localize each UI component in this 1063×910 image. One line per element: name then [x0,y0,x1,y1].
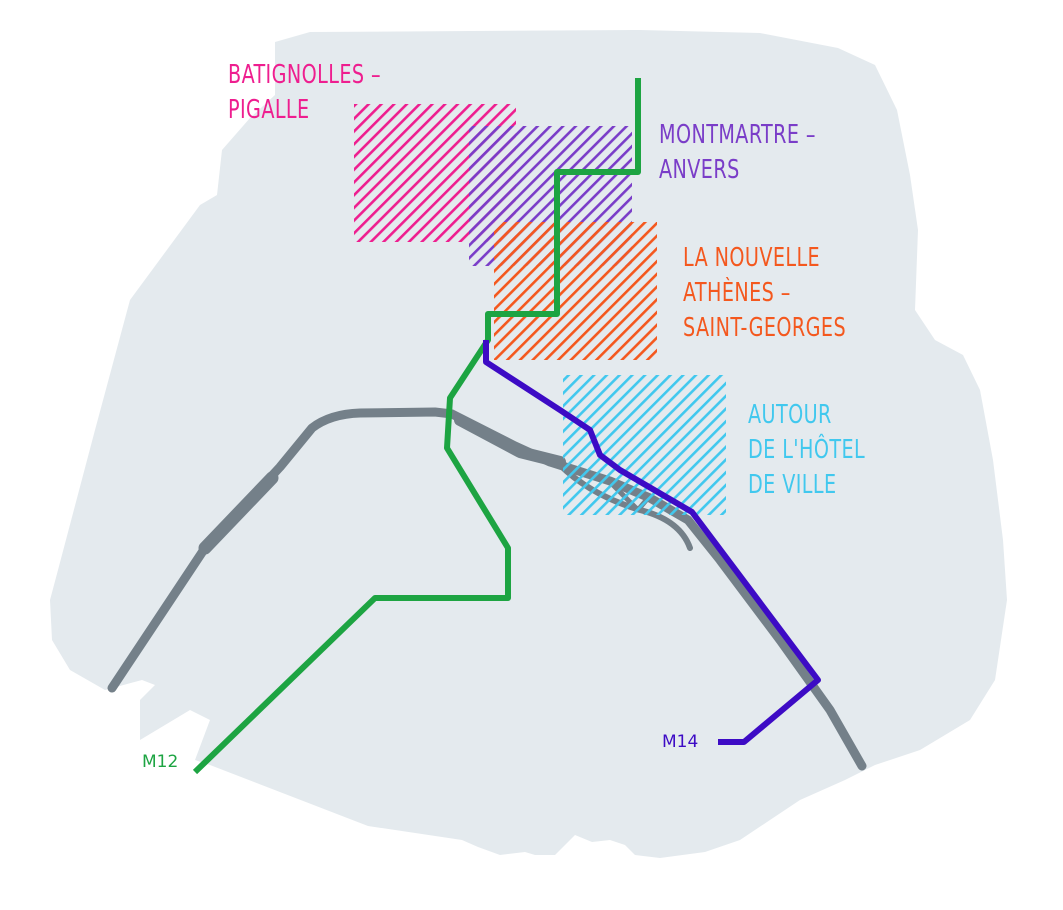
zone-label-line: BATIGNOLLES – [228,60,381,90]
metro-label-m14: M14 [662,732,699,752]
zone-label-line: AUTOUR [748,400,832,430]
zone-label-line: ATHÈNES – [683,278,791,308]
zone-label-nouvelle-athenes: LA NOUVELLE ATHÈNES – SAINT-GEORGES [683,241,846,346]
zone-label-line: ANVERS [659,155,740,185]
zone-label-line: PIGALLE [228,95,310,125]
metro-line-m12[interactable] [192,78,641,775]
metro-label-m12: M12 [142,752,179,772]
zone-label-line: MONTMARTRE – [659,120,816,150]
zone-nouvelle-athenes-area[interactable] [494,222,657,360]
zone-label-hotel-de-ville: AUTOUR DE L'HÔTEL DE VILLE [748,398,865,503]
zone-label-batignolles-pigalle: BATIGNOLLES – PIGALLE [228,58,381,128]
metro-line-m14[interactable] [483,340,821,745]
zone-label-line: DE L'HÔTEL [748,435,866,465]
zone-label-line: LA NOUVELLE [683,243,821,273]
paris-outline [50,30,1007,858]
zone-label-montmartre-anvers: MONTMARTRE – ANVERS [659,118,816,188]
zone-label-line: DE VILLE [748,470,837,500]
zone-label-line: SAINT-GEORGES [683,313,847,343]
zone-hotel-de-ville-area[interactable] [563,375,726,515]
